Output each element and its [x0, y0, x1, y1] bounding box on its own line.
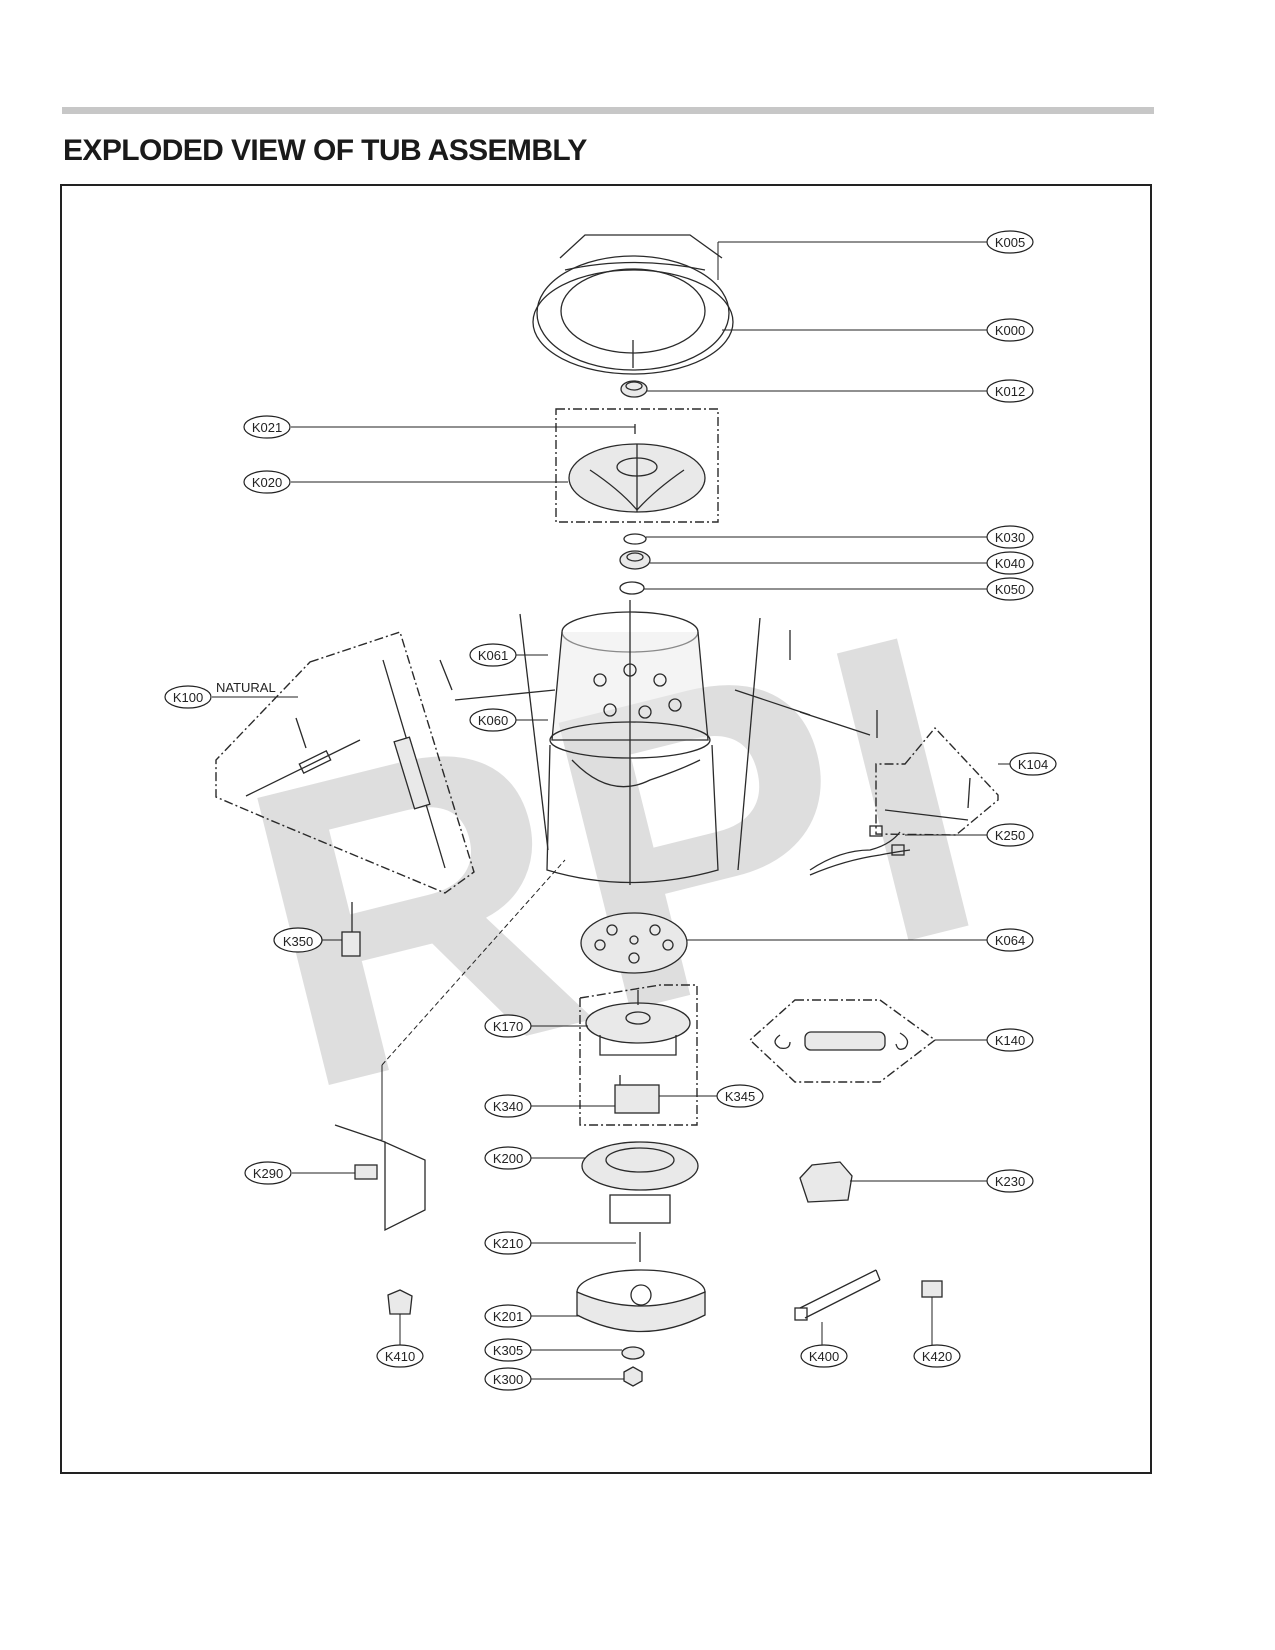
natural-damper-drawing [245, 659, 453, 869]
callout-k040: K040 [986, 551, 1034, 575]
callout-k200: K200 [484, 1146, 532, 1170]
damper-kit-box [875, 726, 999, 836]
top-rule [62, 107, 1154, 114]
callout-k050: K050 [986, 577, 1034, 601]
pulsator-group-box [555, 408, 719, 523]
sensor-drawing [921, 1280, 943, 1298]
callout-label: K140 [995, 1033, 1025, 1048]
diagram-frame [60, 184, 1152, 1474]
callout-label: K000 [995, 323, 1025, 338]
nut-drawing [623, 1366, 643, 1387]
callout-label: K064 [995, 933, 1025, 948]
callout-label: K060 [478, 713, 508, 728]
callout-label: K005 [995, 235, 1025, 250]
page-title: EXPLODED VIEW OF TUB ASSEMBLY [63, 134, 587, 167]
callout-k005: K005 [986, 230, 1034, 254]
callout-k061: K061 [469, 643, 517, 667]
clutch-group-box [579, 984, 698, 1126]
callout-k064: K064 [986, 928, 1034, 952]
callout-k140: K140 [986, 1028, 1034, 1052]
bracket-drawing [334, 859, 566, 1232]
pressure-switch-drawing [799, 1161, 853, 1203]
callout-label: K340 [493, 1099, 523, 1114]
callout-label: K061 [478, 648, 508, 663]
callout-k340: K340 [484, 1094, 532, 1118]
washer-drawing [621, 1346, 645, 1360]
callout-k410: K410 [376, 1344, 424, 1368]
callout-label: K300 [493, 1372, 523, 1387]
callout-label: K420 [922, 1349, 952, 1364]
natural-label: NATURAL [216, 680, 276, 695]
callout-k290: K290 [244, 1161, 292, 1185]
small-clip-drawing [387, 1289, 413, 1315]
rotor-drawing [576, 1269, 706, 1333]
callout-label: K200 [493, 1151, 523, 1166]
callout-k104: K104 [1009, 752, 1057, 776]
callout-label: K230 [995, 1174, 1025, 1189]
callout-label: K100 [173, 690, 203, 705]
callout-k012: K012 [986, 379, 1034, 403]
callout-label: K040 [995, 556, 1025, 571]
callout-label: K350 [283, 934, 313, 949]
callout-label: K305 [493, 1343, 523, 1358]
inlet-valve-drawing [341, 902, 361, 957]
callout-k201: K201 [484, 1304, 532, 1328]
callout-label: K170 [493, 1019, 523, 1034]
callout-label: K290 [253, 1166, 283, 1181]
callout-k345: K345 [716, 1084, 764, 1108]
natural-kit-box [215, 631, 475, 894]
callout-k021: K021 [243, 415, 291, 439]
callout-label: K020 [252, 475, 282, 490]
balance-nut-drawing [620, 380, 648, 398]
callout-k350: K350 [273, 927, 323, 953]
callout-k400: K400 [800, 1344, 848, 1368]
pulsator-drawing [568, 424, 706, 513]
callout-k030: K030 [986, 525, 1034, 549]
callout-label: K104 [1018, 757, 1048, 772]
callout-k170: K170 [484, 1014, 532, 1038]
heater-drawing [794, 1269, 881, 1321]
callout-k300: K300 [484, 1367, 532, 1391]
callout-k020: K020 [243, 470, 291, 494]
callout-label: K021 [252, 420, 282, 435]
wire-harness-drawing [809, 825, 911, 876]
callout-label: K410 [385, 1349, 415, 1364]
callout-label: K250 [995, 828, 1025, 843]
tub-cover-drawing [532, 234, 734, 375]
callout-k305: K305 [484, 1338, 532, 1362]
callout-label: K050 [995, 582, 1025, 597]
hose-kit-box [748, 999, 937, 1083]
callout-k230: K230 [986, 1169, 1034, 1193]
washer-stack-drawing [619, 533, 651, 595]
stator-drawing [581, 1141, 699, 1224]
callout-k100: K100 [164, 685, 212, 709]
clutch-assembly-drawing [585, 990, 691, 1114]
callout-label: K030 [995, 530, 1025, 545]
leader-lines [212, 241, 1012, 1380]
callout-label: K012 [995, 384, 1025, 399]
suspension-rods-drawing [454, 613, 878, 871]
callout-label: K201 [493, 1309, 523, 1324]
wash-tub-drawing [546, 600, 719, 885]
callout-label: K345 [725, 1089, 755, 1104]
callout-k060: K060 [469, 708, 517, 732]
drive-plate-drawing [580, 912, 688, 974]
callout-k210: K210 [484, 1231, 532, 1255]
callout-k250: K250 [986, 823, 1034, 847]
callout-label: K400 [809, 1349, 839, 1364]
callout-k000: K000 [986, 318, 1034, 342]
damper-kit-drawing [884, 777, 971, 821]
drain-hose-drawing [774, 1031, 909, 1051]
callout-k420: K420 [913, 1344, 961, 1368]
callout-label: K210 [493, 1236, 523, 1251]
